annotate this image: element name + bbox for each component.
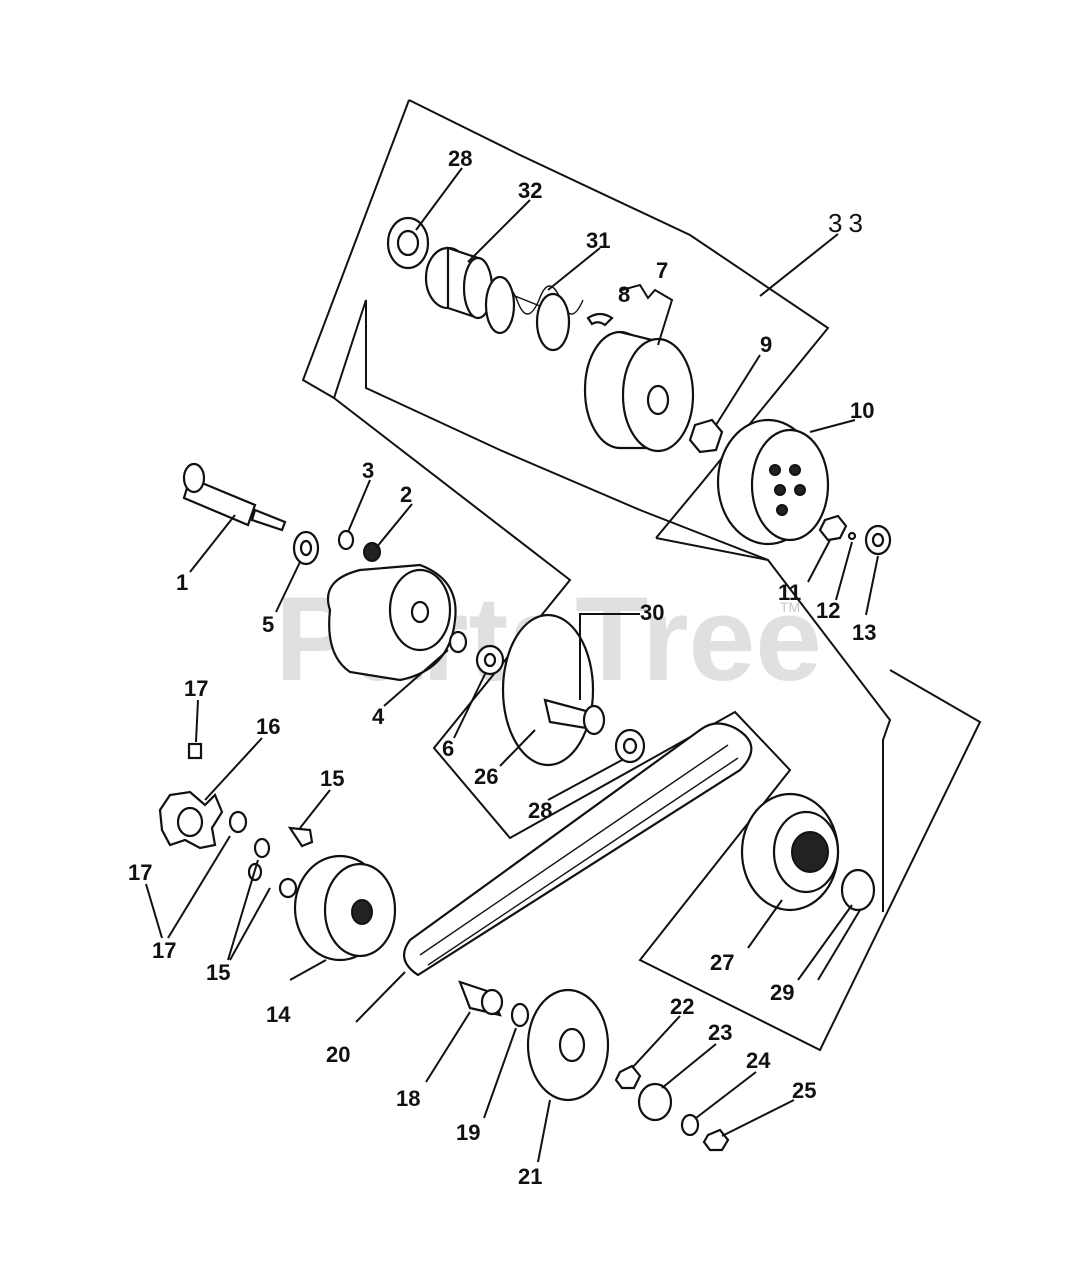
clutch-plate-10	[716, 418, 830, 546]
nut-9	[688, 418, 724, 454]
callout-19: 19	[456, 1120, 480, 1145]
pulley-27	[740, 792, 840, 912]
callout-labels: 28 32 31 33 7 8 9 10 11 12 13 3 2 1 5 30…	[128, 146, 876, 1189]
hub-23	[637, 1082, 673, 1122]
callout-28-top: 28	[448, 146, 472, 171]
clutch-drum-7	[583, 330, 695, 453]
washer-19	[510, 1002, 530, 1028]
callout-27: 27	[710, 950, 734, 975]
nut-13	[864, 524, 892, 556]
callout-17-bottom: 17	[152, 938, 176, 963]
clutch-frame-right-edge	[655, 537, 769, 561]
callout-16: 16	[256, 714, 280, 739]
bearing-28-lower	[614, 728, 646, 764]
callout-22: 22	[670, 994, 694, 1019]
spring-31	[484, 275, 584, 352]
callout-25: 25	[792, 1078, 816, 1103]
callout-7: 7	[656, 258, 668, 283]
callout-15-top: 15	[320, 766, 344, 791]
callout-14: 14	[266, 1002, 291, 1027]
callout-24: 24	[746, 1048, 771, 1073]
collar-32	[424, 246, 494, 320]
pin-12	[847, 531, 857, 541]
nut-15	[278, 877, 298, 899]
bolt-17	[228, 810, 248, 834]
washer-11	[818, 514, 848, 542]
callout-10: 10	[850, 398, 874, 423]
nut-25	[702, 1128, 730, 1152]
bolt-15	[287, 826, 314, 848]
washer-15a	[253, 837, 271, 859]
callout-13: 13	[852, 620, 876, 645]
callout-33: 33	[828, 208, 869, 238]
clutch-assembly-frame-top	[408, 99, 830, 539]
leader-lines	[145, 167, 879, 1163]
shoe-8	[586, 312, 614, 327]
sprocket-21	[526, 988, 610, 1102]
callout-8: 8	[618, 282, 630, 307]
bushing-17-top	[187, 742, 203, 760]
callout-18: 18	[396, 1086, 420, 1111]
washer-24	[680, 1113, 700, 1137]
shaft-1	[182, 462, 287, 532]
callout-4: 4	[372, 704, 385, 729]
callout-20: 20	[326, 1042, 350, 1067]
callout-1: 1	[176, 570, 188, 595]
nut-22	[614, 1064, 642, 1090]
callout-6: 6	[442, 736, 454, 761]
callout-26: 26	[474, 764, 498, 789]
spacer-18	[458, 980, 504, 1017]
callout-2: 2	[400, 482, 412, 507]
callout-15-bottom: 15	[206, 960, 230, 985]
washer-3	[337, 529, 355, 551]
belt-20	[402, 722, 753, 977]
callout-17-left: 17	[128, 860, 152, 885]
callout-30: 30	[640, 600, 664, 625]
idler-sprocket-16	[158, 790, 224, 850]
callout-5: 5	[262, 612, 274, 637]
pulley-half-26	[501, 613, 606, 767]
callout-32: 32	[518, 178, 542, 203]
callout-21: 21	[518, 1164, 542, 1189]
pulley-14	[293, 854, 397, 962]
callout-11: 11	[778, 580, 801, 605]
callout-12: 12	[816, 598, 840, 623]
washer-6	[475, 644, 505, 676]
callout-29: 29	[770, 980, 794, 1005]
bearing-28-top	[386, 216, 430, 270]
clutch-assembly-frame	[301, 99, 892, 912]
callout-3: 3	[362, 458, 374, 483]
callout-17-top: 17	[184, 676, 208, 701]
callout-9: 9	[760, 332, 772, 357]
washer-4	[448, 630, 468, 654]
callout-31: 31	[586, 228, 610, 253]
bushing-29	[840, 868, 876, 912]
drive-plate	[326, 563, 457, 682]
callout-23: 23	[708, 1020, 732, 1045]
callout-28-lower: 28	[528, 798, 552, 823]
bearing-5	[292, 530, 320, 566]
watermark-trademark: TM	[780, 599, 800, 615]
